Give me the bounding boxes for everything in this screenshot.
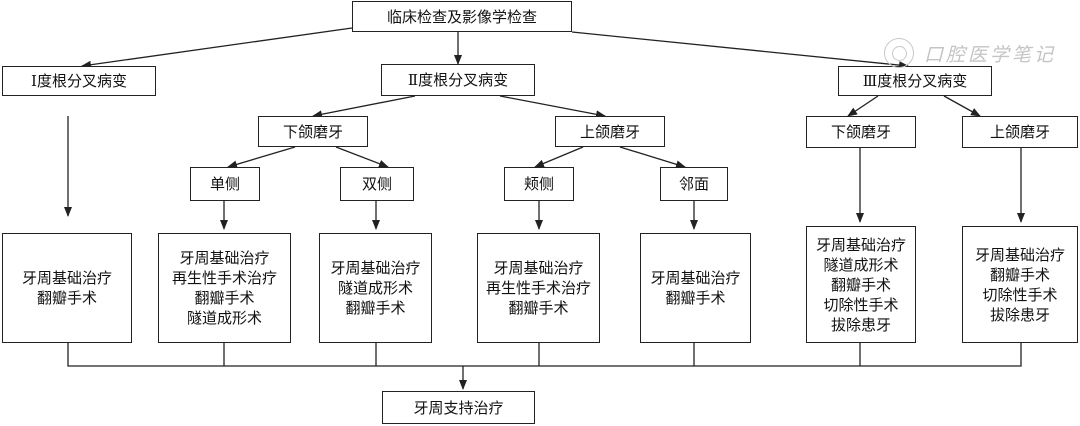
node-degree-1: Ⅰ度根分叉病变 xyxy=(2,66,156,96)
node-buccal-label: 颊侧 xyxy=(523,175,554,193)
treatment-box-7: 牙周基础治疗 翻瓣手术 切除性手术 拔除患牙 xyxy=(962,226,1078,343)
treatment-line: 切除性手术 xyxy=(982,285,1058,304)
node-clinical-exam: 临床检查及影像学检查 xyxy=(352,1,572,32)
treatment-line: 牙周基础治疗 xyxy=(650,269,741,287)
node-double-side: 双侧 xyxy=(340,167,414,201)
treatment-line: 翻瓣手术 xyxy=(36,289,97,307)
circular-seal-icon xyxy=(884,38,914,68)
watermark: 口腔医学笔记 xyxy=(884,36,1064,70)
node-d2-upper-molar: 上颌磨牙 xyxy=(555,116,665,147)
treatment-line: 再生性手术治疗 xyxy=(485,279,591,297)
node-supportive-therapy: 牙周支持治疗 xyxy=(382,391,535,424)
node-d3-upper-molar-label: 上颌磨牙 xyxy=(989,123,1050,141)
treatment-line: 切除性手术 xyxy=(823,295,899,314)
arrow-root-deg1 xyxy=(81,27,353,69)
arrow-deg2-upper xyxy=(499,95,606,119)
node-buccal: 颊侧 xyxy=(504,167,574,201)
treatment-line: 翻瓣手术 xyxy=(345,299,406,317)
treatment-line: 牙周基础治疗 xyxy=(974,245,1065,264)
treatment-line: 翻瓣手术 xyxy=(830,275,891,294)
node-degree-3: Ⅲ度根分叉病变 xyxy=(838,66,992,96)
treatment-line: 再生性手术治疗 xyxy=(171,269,277,287)
treatment-line: 隧道成形术 xyxy=(186,309,262,327)
node-d3-lower-molar-label: 下颌磨牙 xyxy=(830,123,891,141)
node-d2-lower-molar-label: 下颌磨牙 xyxy=(282,122,343,141)
node-single-side-label: 单侧 xyxy=(209,175,240,193)
treatment-line: 牙周基础治疗 xyxy=(179,249,270,267)
arrow-lower-double xyxy=(335,146,389,168)
treatment-line: 隧道成形术 xyxy=(823,255,899,274)
node-clinical-exam-label: 临床检查及影像学检查 xyxy=(386,7,537,26)
treatment-line: 翻瓣手术 xyxy=(508,299,569,317)
node-degree-3-label: Ⅲ度根分叉病变 xyxy=(862,72,968,90)
arrow-lower-single xyxy=(227,146,296,169)
node-double-side-label: 双侧 xyxy=(361,175,392,193)
watermark-text: 口腔医学笔记 xyxy=(924,43,1057,66)
treatment-line: 翻瓣手术 xyxy=(194,289,255,307)
node-supportive-therapy-label: 牙周支持治疗 xyxy=(413,398,504,417)
treatment-line: 拔除患牙 xyxy=(989,305,1050,324)
arrow-root-deg3 xyxy=(571,31,909,70)
arrow-deg3-upper xyxy=(943,95,981,117)
node-d2-upper-molar-label: 上颌磨牙 xyxy=(579,122,640,141)
node-degree-2: Ⅱ度根分叉病变 xyxy=(381,64,535,96)
treatment-line: 翻瓣手术 xyxy=(665,289,726,307)
node-degree-2-label: Ⅱ度根分叉病变 xyxy=(407,71,509,89)
merge-line xyxy=(67,343,1022,367)
treatment-box-3: 牙周基础治疗 隧道成形术 翻瓣手术 xyxy=(319,233,432,343)
treatment-box-2: 牙周基础治疗 再生性手术治疗 翻瓣手术 隧道成形术 xyxy=(158,233,291,343)
node-degree-1-label: Ⅰ度根分叉病变 xyxy=(31,72,127,90)
arrow-upper-proximal xyxy=(619,146,686,169)
treatment-box-1: 牙周基础治疗 翻瓣手术 xyxy=(2,233,132,343)
treatment-line: 牙周基础治疗 xyxy=(815,235,906,254)
node-single-side: 单侧 xyxy=(190,167,260,201)
treatment-line: 翻瓣手术 xyxy=(989,265,1050,284)
node-d2-lower-molar: 下颌磨牙 xyxy=(258,116,368,147)
treatment-line: 牙周基础治疗 xyxy=(330,259,421,277)
arrow-deg3-lower xyxy=(847,95,879,117)
arrow-deg2-lower xyxy=(312,95,416,119)
treatment-box-4: 牙周基础治疗 再生性手术治疗 翻瓣手术 xyxy=(477,233,600,343)
treatment-box-5: 牙周基础治疗 翻瓣手术 xyxy=(640,233,751,343)
treatment-box-6: 牙周基础治疗 隧道成形术 翻瓣手术 切除性手术 拔除患牙 xyxy=(806,226,916,343)
treatment-line: 拔除患牙 xyxy=(830,315,891,334)
arrow-upper-buccal xyxy=(534,146,584,168)
node-proximal: 邻面 xyxy=(660,167,728,201)
treatment-line: 牙周基础治疗 xyxy=(493,259,584,277)
node-d3-lower-molar: 下颌磨牙 xyxy=(806,116,916,148)
treatment-line: 牙周基础治疗 xyxy=(21,269,112,287)
node-proximal-label: 邻面 xyxy=(678,175,709,193)
node-d3-upper-molar: 上颌磨牙 xyxy=(962,116,1078,148)
treatment-line: 隧道成形术 xyxy=(337,279,413,297)
